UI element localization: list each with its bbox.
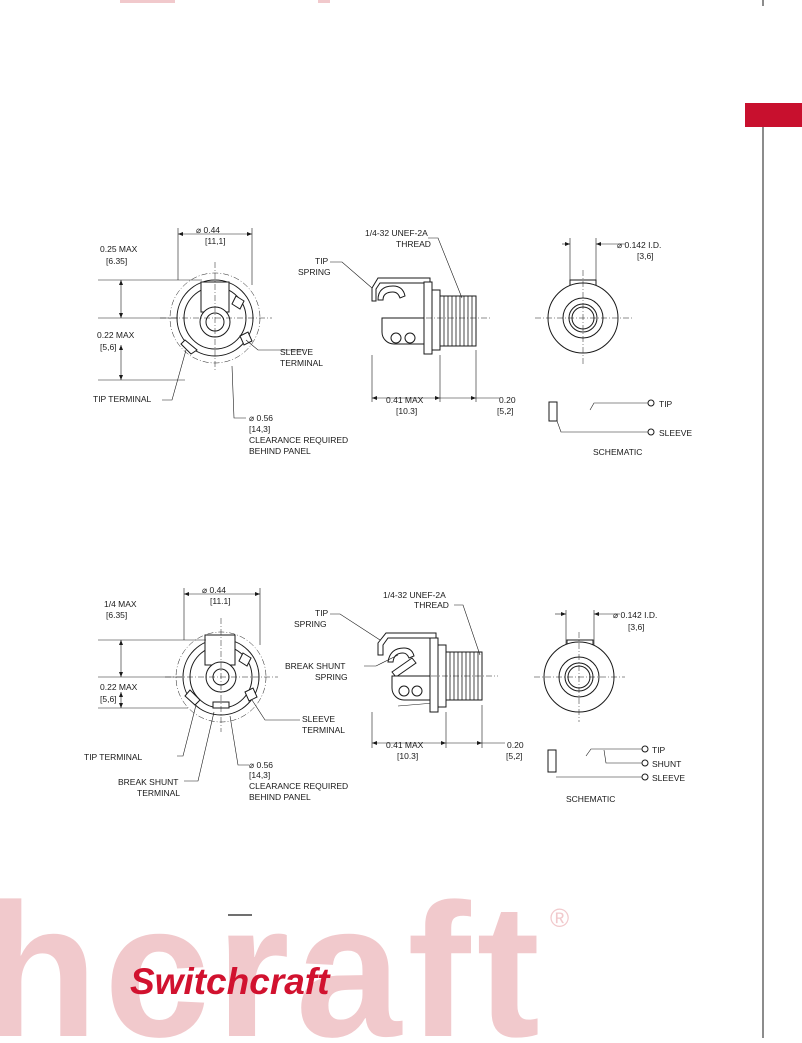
length-mm: [10.3]: [397, 751, 418, 761]
schematic-tip-label: TIP: [652, 745, 666, 755]
front-height-label: 1/4 MAX: [104, 599, 137, 609]
rear-view-1: [535, 238, 632, 366]
break-shunt-terminal-label: TERMINAL: [137, 788, 180, 798]
bushing-mm: [5,2]: [506, 751, 523, 761]
schematic-tip-label: TIP: [659, 399, 673, 409]
clearance-note: CLEARANCE REQUIRED: [249, 781, 348, 791]
front-view-2: [98, 588, 300, 782]
front-diameter-mm: [11,1]: [205, 236, 226, 246]
thread-spec: 1/4-32 UNEF-2A: [365, 228, 428, 238]
footer-branding: hcraft ® Switchcraft: [0, 865, 569, 1043]
sleeve-terminal-label: TERMINAL: [302, 725, 345, 735]
rear-id-label: ⌀ 0.142 I.D.: [617, 240, 661, 250]
clearance-diameter: ⌀ 0.56: [249, 760, 273, 770]
length-label: 0.41 MAX: [386, 740, 424, 750]
break-shunt-spring-label: BREAK SHUNT: [285, 661, 345, 671]
front-offset-label: 0.22 MAX: [100, 682, 138, 692]
tip-spring-label: SPRING: [294, 619, 327, 629]
front-view-1: [98, 228, 305, 419]
drawing-1: ⌀ 0.44 [11,1] 0.25 MAX [6.35] 0.22 MAX […: [93, 225, 692, 457]
clearance-diameter: ⌀ 0.56: [249, 413, 273, 423]
header-fragment: [318, 0, 330, 3]
drawing-2: ⌀ 0.44 [11.1] 1/4 MAX [6.35] 0.22 MAX [5…: [84, 585, 685, 804]
clearance-note: CLEARANCE REQUIRED: [249, 435, 348, 445]
schematic-2: [547, 745, 649, 781]
brand-watermark: hcraft: [0, 865, 546, 1038]
brand-logo: Switchcraft: [130, 961, 331, 1002]
side-view-1: [330, 237, 500, 402]
clearance-note: BEHIND PANEL: [249, 446, 311, 456]
tip-terminal-label: TIP TERMINAL: [84, 752, 143, 762]
thread-spec: 1/4-32 UNEF-2A: [383, 590, 446, 600]
clearance-mm: [14,3]: [249, 770, 270, 780]
rear-id-mm: [3,6]: [628, 622, 645, 632]
schematic-sleeve-label: SLEEVE: [659, 428, 692, 438]
tip-spring-label: TIP: [315, 256, 329, 266]
section-tab: [745, 103, 802, 127]
break-shunt-terminal-label: BREAK SHUNT: [118, 777, 178, 787]
sleeve-terminal-label: TERMINAL: [280, 358, 323, 368]
sleeve-terminal-label: SLEEVE: [302, 714, 335, 724]
schematic-1: [548, 399, 655, 436]
front-height-mm: [6.35]: [106, 610, 127, 620]
break-shunt-spring-label: SPRING: [315, 672, 348, 682]
front-diameter-mm: [11.1]: [210, 596, 231, 606]
rear-id-label: ⌀ 0.142 I.D.: [613, 610, 657, 620]
header-fragment: [120, 0, 175, 3]
bushing-mm: [5,2]: [497, 406, 514, 416]
tip-terminal-label: TIP TERMINAL: [93, 394, 152, 404]
clearance-note: BEHIND PANEL: [249, 792, 311, 802]
bushing-label: 0.20: [499, 395, 516, 405]
front-diameter-label: ⌀ 0.44: [196, 225, 220, 235]
thread-spec: THREAD: [396, 239, 431, 249]
front-diameter-label: ⌀ 0.44: [202, 585, 226, 595]
clearance-mm: [14,3]: [249, 424, 270, 434]
tip-spring-label: TIP: [315, 608, 329, 618]
schematic-shunt-label: SHUNT: [652, 759, 681, 769]
front-offset-mm: [5,6]: [100, 694, 117, 704]
bushing-label: 0.20: [507, 740, 524, 750]
front-offset-label: 0.22 MAX: [97, 330, 135, 340]
sleeve-terminal-label: SLEEVE: [280, 347, 313, 357]
schematic-title: SCHEMATIC: [593, 447, 642, 457]
schematic-sleeve-label: SLEEVE: [652, 773, 685, 783]
length-label: 0.41 MAX: [386, 395, 424, 405]
thread-spec: THREAD: [414, 600, 449, 610]
length-mm: [10.3]: [396, 406, 417, 416]
registered-mark: ®: [550, 903, 569, 933]
front-height-label: 0.25 MAX: [100, 244, 138, 254]
schematic-title: SCHEMATIC: [566, 794, 615, 804]
front-offset-mm: [5,6]: [100, 342, 117, 352]
side-view-2: [330, 604, 505, 748]
tip-spring-label: SPRING: [298, 267, 331, 277]
rear-view-2: [534, 610, 625, 722]
rear-id-mm: [3,6]: [637, 251, 654, 261]
front-height-mm: [6.35]: [106, 256, 127, 266]
